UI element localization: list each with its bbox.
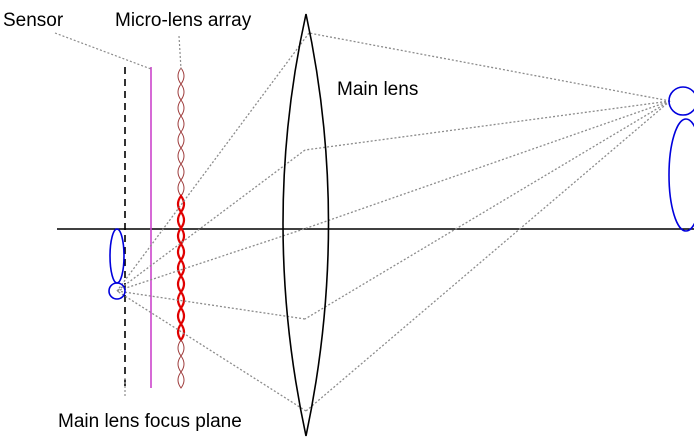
ray [308, 32, 671, 102]
micro-lens [177, 99, 185, 117]
image-body [109, 228, 125, 284]
micro-lens [176, 274, 186, 294]
image [108, 228, 126, 300]
image-point [108, 282, 126, 300]
sensor-leader [54, 32, 152, 70]
micro-lens-array-label: Micro-lens array [115, 10, 252, 31]
micro-lens-array [176, 67, 186, 389]
ray [305, 100, 671, 412]
object-point [668, 86, 694, 116]
micro-lens [177, 355, 185, 373]
light-rays [116, 32, 671, 412]
object [668, 86, 694, 232]
main-lens-body [282, 13, 330, 437]
sensor-label: Sensor [3, 10, 64, 31]
label-leaders [54, 32, 182, 396]
ray [116, 149, 306, 292]
micro-lens [176, 306, 186, 326]
ray [116, 32, 310, 292]
ray [116, 290, 306, 320]
micro-lens [177, 371, 185, 389]
micro-lens [177, 163, 185, 181]
focus-plane-label: Main lens focus plane [58, 411, 242, 432]
micro-lens [177, 179, 185, 197]
micro-lens [176, 210, 186, 230]
main-lens-label: Main lens [337, 79, 418, 100]
micro-lens [177, 83, 185, 101]
micro-lens [176, 258, 186, 278]
ray [116, 290, 307, 412]
micro-lens [177, 147, 185, 165]
ray [304, 100, 671, 320]
ray [116, 228, 305, 292]
micro-lens [177, 67, 185, 85]
main-lens [282, 13, 330, 437]
object-body [668, 118, 694, 232]
micro-lens [176, 242, 186, 262]
micro-lens [177, 339, 185, 357]
micro-lens [176, 322, 186, 342]
micro-lens-leader [178, 35, 182, 70]
micro-lens [177, 131, 185, 149]
micro-lens [177, 115, 185, 133]
ray [303, 100, 671, 230]
ray [304, 100, 671, 151]
